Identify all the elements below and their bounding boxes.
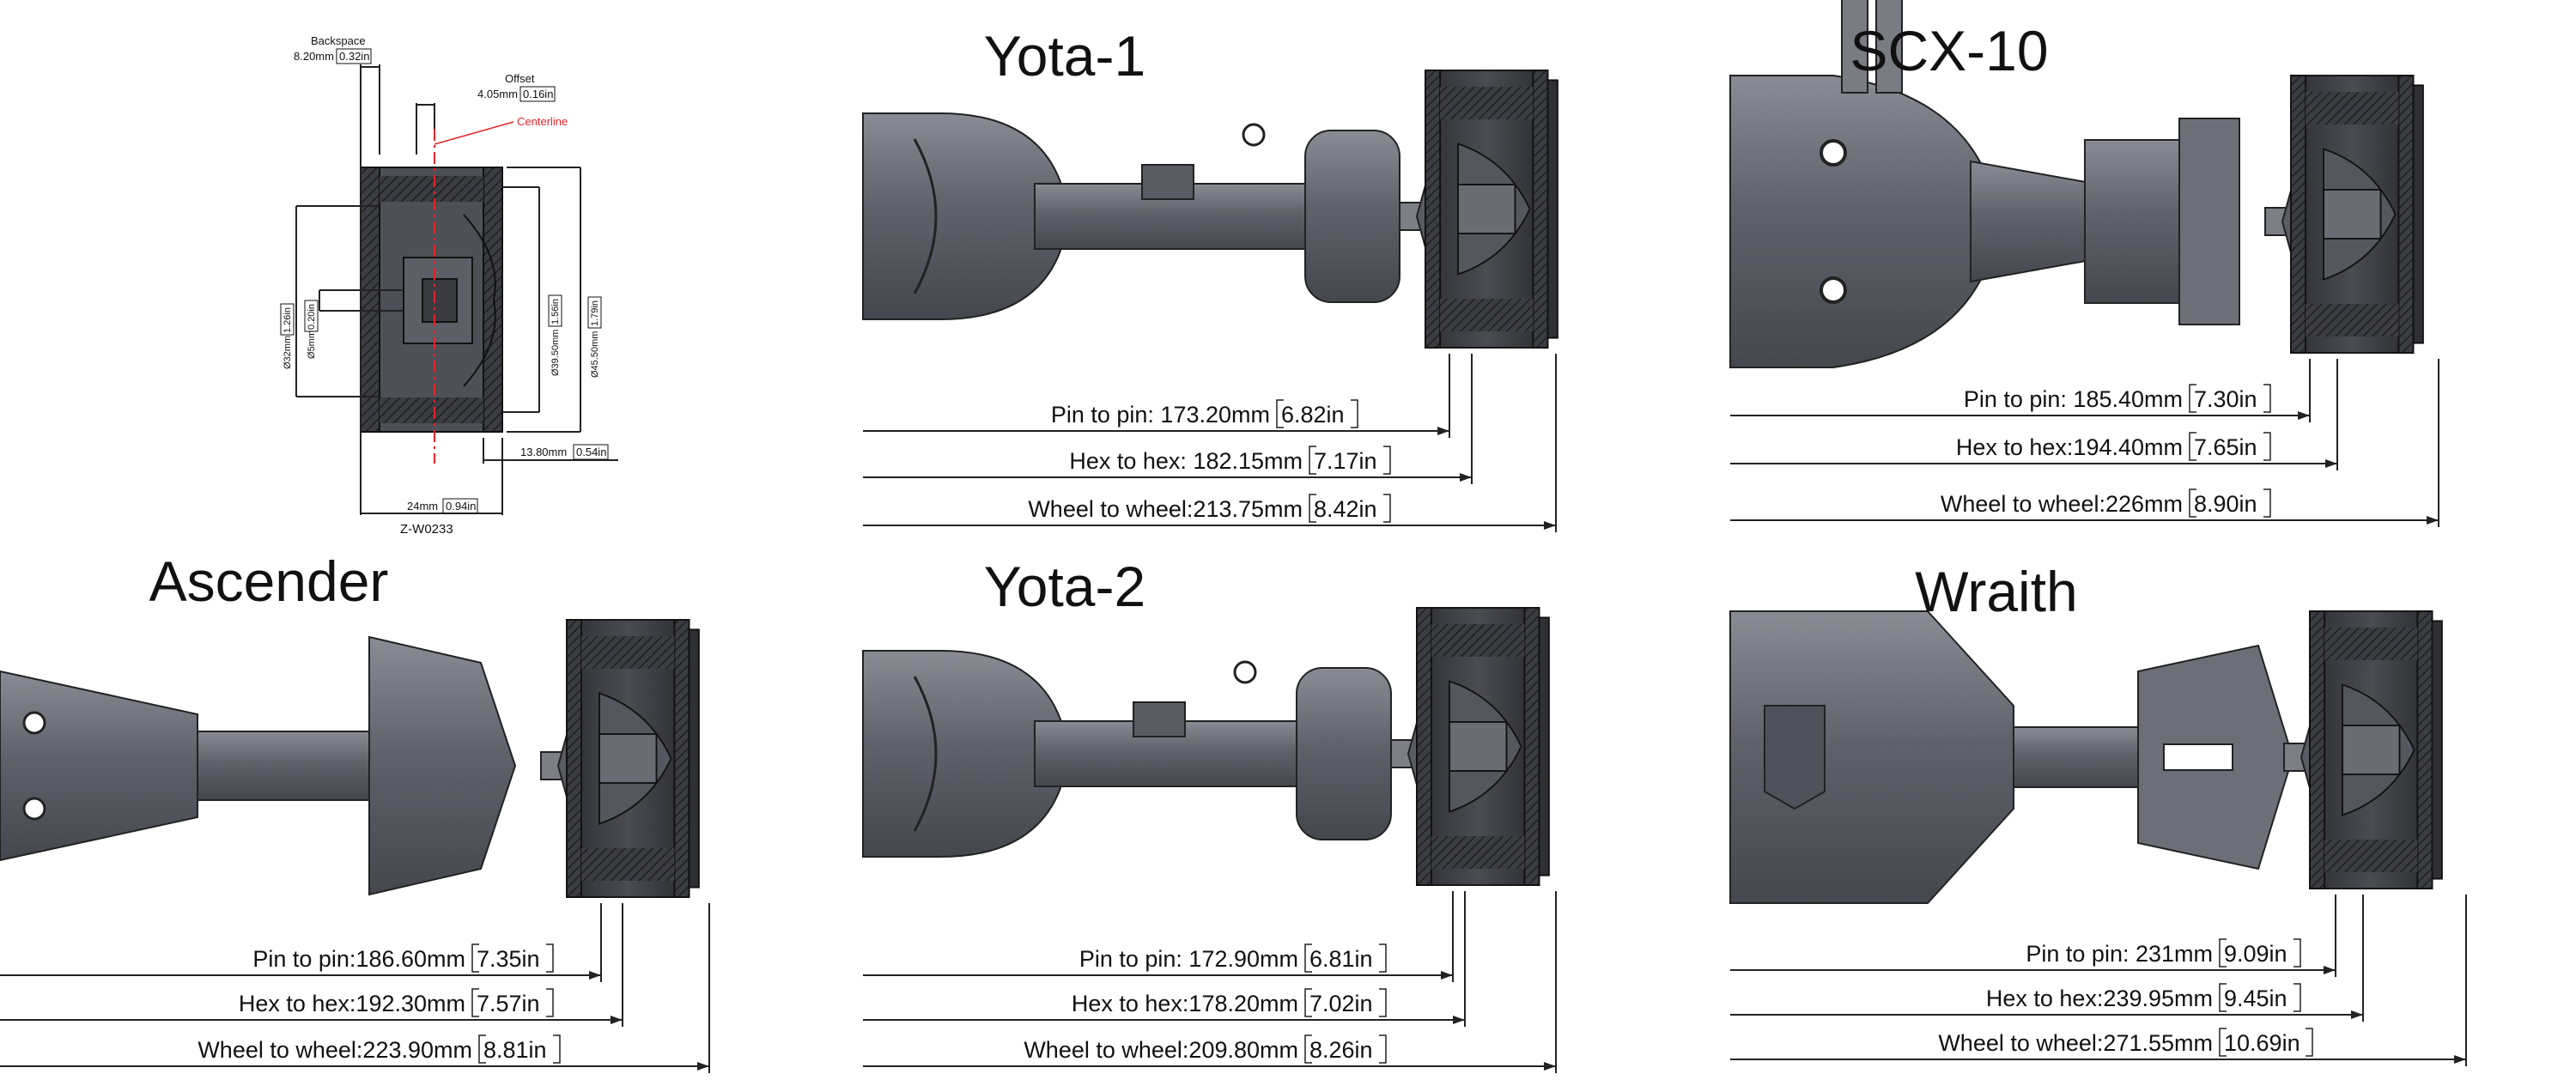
hex-to-hex-label: Hex to hex: 182.15mm [1069, 448, 1303, 474]
hex-to-hex-dimension: Hex to hex:192.30mm 7.57in [0, 903, 623, 1027]
dim-24-in: 0.94in [446, 500, 476, 513]
hex-to-hex-label: Hex to hex:178.20mm [1072, 991, 1298, 1016]
pin-to-pin-dimension: Pin to pin: 231mm 9.09in [1730, 895, 2336, 977]
wheel-to-wheel-inches: 8.81in [483, 1037, 547, 1063]
axle-illustration [1729, 0, 2424, 368]
hex-to-hex-inches: 7.65in [2194, 434, 2257, 460]
wheel-to-wheel-inches: 8.90in [2194, 491, 2257, 517]
wheel-to-wheel-dimension: Wheel to wheel:226mm 8.90in [1730, 359, 2439, 527]
wheel-cross-section [1416, 607, 1550, 886]
pin-to-pin-label: Pin to pin:186.60mm [252, 946, 465, 972]
pin-to-pin-inches: 7.30in [2194, 386, 2257, 412]
pin-to-pin-label: Pin to pin: 185.40mm [1964, 386, 2183, 412]
wheel-to-wheel-label: Wheel to wheel:271.55mm [1938, 1030, 2213, 1056]
panel-title: Yota-1 [984, 24, 1145, 88]
wheel-to-wheel-label: Wheel to wheel:213.75mm [1028, 496, 1303, 522]
pin-to-pin-dimension: Pin to pin: 173.20mm 6.82in [863, 354, 1450, 438]
dim-5: Ø5mm [307, 331, 317, 359]
wheel-cross-section [2309, 610, 2443, 889]
pin-to-pin-label: Pin to pin: 231mm [2026, 941, 2213, 967]
hex-to-hex-dimension: Hex to hex:178.20mm 7.02in [863, 891, 1466, 1027]
axle-illustration [1729, 610, 2443, 904]
pin-to-pin-inches: 7.35in [477, 946, 540, 972]
hex-to-hex-label: Hex to hex:239.95mm [1986, 986, 2213, 1011]
backspace-in: 0.32in [339, 50, 369, 63]
hex-to-hex-dimension: Hex to hex:194.40mm 7.65in [1730, 359, 2338, 470]
backspace-label: Backspace [311, 34, 366, 47]
panel-title: Ascender [149, 549, 389, 613]
hex-to-hex-inches: 7.57in [477, 991, 540, 1016]
offset-in: 0.16in [523, 88, 553, 100]
panel-title: Yota-2 [984, 555, 1145, 618]
pin-to-pin-label: Pin to pin: 172.90mm [1079, 946, 1298, 972]
wheel-cross-section [2290, 75, 2424, 354]
dim-24: 24mm [407, 500, 438, 513]
wheel-to-wheel-label: Wheel to wheel:226mm [1941, 491, 2183, 517]
pin-to-pin-inches: 6.81in [1309, 946, 1373, 972]
wheel-to-wheel-inches: 10.69in [2224, 1030, 2300, 1056]
axle-illustration [0, 619, 700, 898]
hex-to-hex-inches: 7.02in [1309, 991, 1373, 1016]
axle-illustration [862, 70, 1558, 349]
wheel-to-wheel-dimension: Wheel to wheel:213.75mm 8.42in [863, 354, 1557, 532]
hex-to-hex-inches: 9.45in [2224, 986, 2287, 1011]
pin-to-pin-dimension: Pin to pin:186.60mm 7.35in [0, 903, 602, 982]
pin-to-pin-dimension: Pin to pin: 172.90mm 6.81in [863, 891, 1454, 982]
wheel-to-wheel-label: Wheel to wheel:209.80mm [1024, 1037, 1298, 1063]
dim-13: 13.80mm [520, 446, 567, 458]
pin-to-pin-inches: 6.82in [1281, 402, 1345, 428]
hex-to-hex-dimension: Hex to hex:239.95mm 9.45in [1730, 895, 2364, 1022]
offset-mm: 4.05mm [477, 88, 518, 100]
wheel-cross-section [1425, 70, 1558, 349]
dim-32-in: 1.26in [283, 307, 293, 333]
wheel-to-wheel-dimension: Wheel to wheel:223.90mm 8.81in [0, 903, 710, 1073]
centerline-label: Centerline [517, 115, 568, 128]
backspace-mm: 8.20mm [294, 50, 334, 63]
dim-32: Ø32mm [283, 336, 293, 369]
hex-to-hex-label: Hex to hex:192.30mm [239, 991, 465, 1016]
wheel-cross-section [566, 619, 700, 898]
axle-illustration [862, 607, 1550, 886]
wheel-to-wheel-inches: 8.26in [1309, 1037, 1373, 1063]
panel-title: Wraith [1915, 560, 2078, 623]
dim-45-in: 1.79in [590, 300, 600, 326]
wheel-technical-drawing: Backspace 8.20mm 0.32in Offset 4.05mm 0.… [280, 34, 618, 537]
dim-13-in: 0.54in [576, 446, 606, 458]
offset-label: Offset [505, 72, 535, 85]
dim-5-in: 0.20in [307, 304, 317, 330]
panel-title: SCX-10 [1850, 19, 2048, 82]
wheel-to-wheel-label: Wheel to wheel:223.90mm [197, 1037, 472, 1063]
hex-to-hex-dimension: Hex to hex: 182.15mm 7.17in [863, 354, 1473, 484]
wheel-to-wheel-dimension: Wheel to wheel:209.80mm 8.26in [863, 891, 1557, 1073]
wheel-to-wheel-inches: 8.42in [1314, 496, 1377, 522]
hex-to-hex-inches: 7.17in [1314, 448, 1377, 474]
wheel-to-wheel-dimension: Wheel to wheel:271.55mm 10.69in [1730, 895, 2467, 1066]
dim-39-in: 1.56in [550, 299, 561, 325]
pin-to-pin-label: Pin to pin: 173.20mm [1051, 402, 1270, 428]
hex-to-hex-label: Hex to hex:194.40mm [1956, 434, 2183, 460]
dim-39: Ø39.50mm [550, 330, 561, 376]
dim-45: Ø45.50mm [590, 331, 600, 378]
pin-to-pin-inches: 9.09in [2224, 941, 2287, 967]
part-number: Z-W0233 [400, 522, 453, 537]
pin-to-pin-dimension: Pin to pin: 185.40mm 7.30in [1730, 359, 2311, 422]
